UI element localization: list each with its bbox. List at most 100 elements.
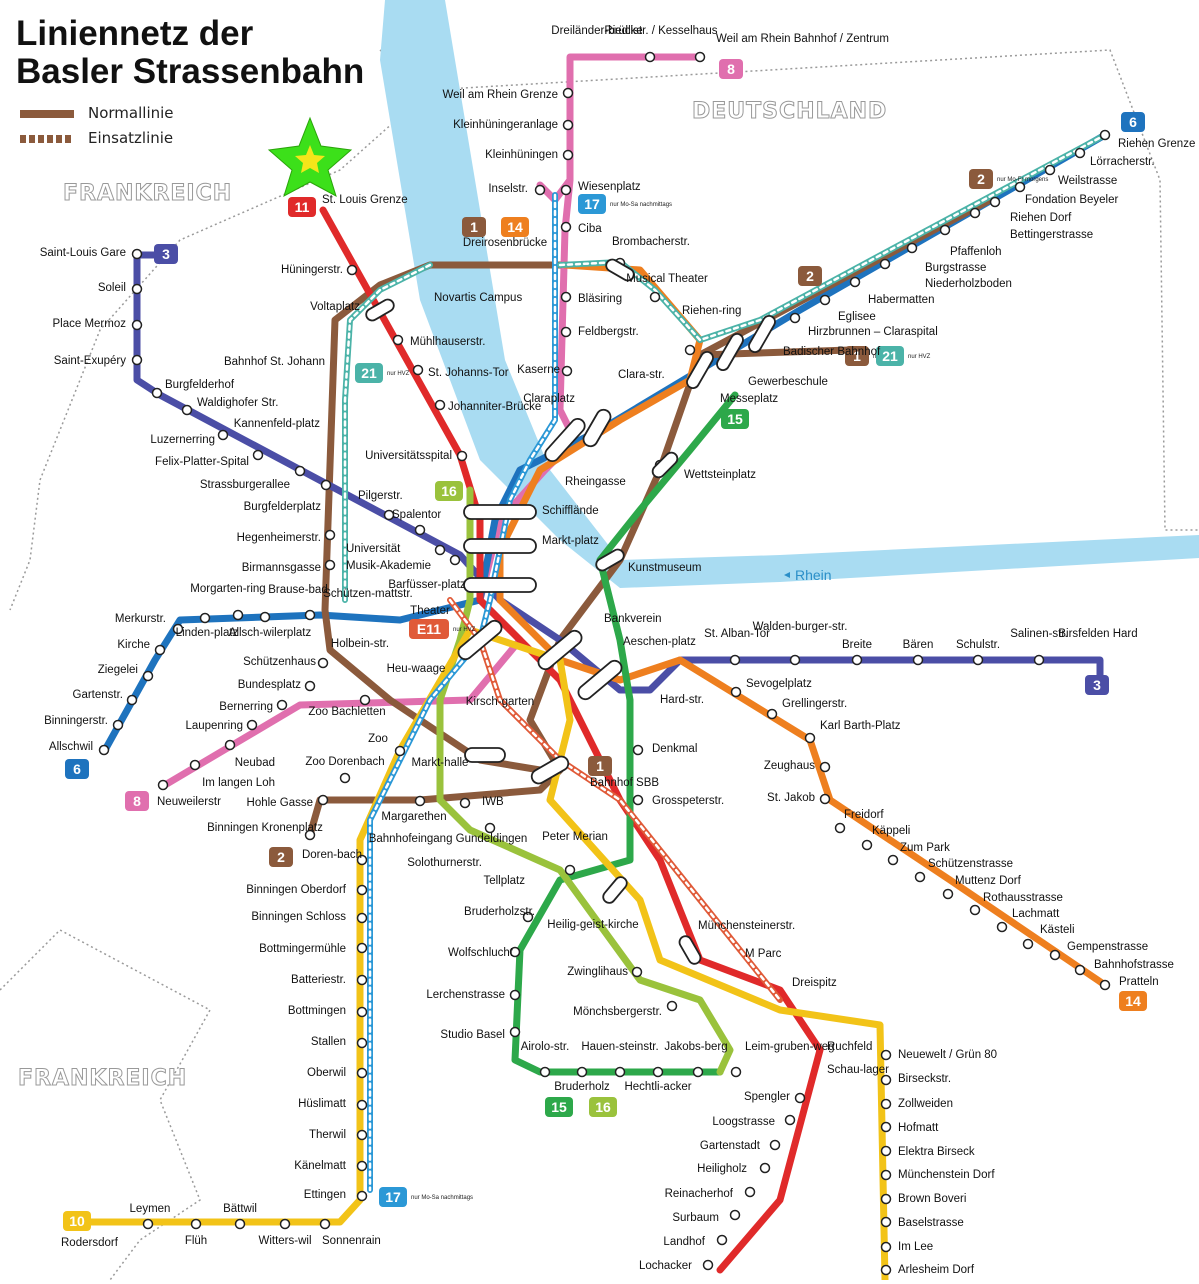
interchange-stop[interactable]	[685, 350, 715, 391]
station-freidorf-label[interactable]: Freidorf	[844, 809, 884, 821]
station-bernerring-stop[interactable]	[276, 699, 288, 711]
station-weil-am-rhein-bahnhof-zentrum-stop[interactable]	[694, 51, 706, 63]
station-h-slimatt-label[interactable]: Hüslimatt	[298, 1098, 347, 1110]
station-burgfelderplatz-stop[interactable]	[320, 479, 332, 491]
station-soleil-label[interactable]: Soleil	[98, 282, 126, 294]
line-badge-16[interactable]: 16	[589, 1097, 617, 1117]
station-sch-tzenstrasse-label[interactable]: Schützenstrasse	[928, 858, 1013, 870]
station-h-ningerstr-label[interactable]: Hüningerstr.	[281, 264, 343, 276]
station-hirzbrunnen-claraspital-label[interactable]: Hirzbrunnen – Claraspital	[808, 326, 938, 338]
station-zum-park-stop[interactable]	[887, 854, 899, 866]
station-fondation-beyeler-label[interactable]: Fondation Beyeler	[1025, 194, 1119, 206]
station-zoo-dorenbach-label[interactable]: Zoo Dorenbach	[305, 756, 384, 768]
station-heiligholz-label[interactable]: Heiligholz	[697, 1163, 747, 1175]
station-universit-tsspital-stop[interactable]	[456, 450, 468, 462]
station-bahnhof-sbb-label[interactable]: Bahnhof SBB	[590, 777, 659, 789]
station-hegenheimerstr-stop[interactable]	[324, 529, 336, 541]
station-linden-platz-stop[interactable]	[199, 612, 211, 624]
station-l-rracherstr-label[interactable]: Lörracherstr.	[1090, 156, 1155, 168]
station-leim-gruben-weg-label[interactable]: Leim-gruben-weg	[745, 1041, 835, 1053]
station-waldighofer-str-label[interactable]: Waldighofer Str.	[197, 397, 278, 409]
station-kunstmuseum-label[interactable]: Kunstmuseum	[628, 562, 702, 574]
station-pfaffenloh-stop[interactable]	[939, 224, 951, 236]
station-leymen-label[interactable]: Leymen	[130, 1203, 171, 1215]
station-neuewelt-gr-n-80-label[interactable]: Neuewelt / Grün 80	[898, 1049, 997, 1061]
station-sch-tzenstrasse-stop[interactable]	[914, 871, 926, 883]
station-im-lee-stop[interactable]	[880, 1241, 892, 1253]
station-morgarten-ring-stop[interactable]	[232, 609, 244, 621]
interchange-stop[interactable]	[576, 658, 625, 702]
station-landhof-stop[interactable]	[716, 1234, 728, 1246]
station-bahnhof-st-johann-label[interactable]: Bahnhof St. Johann	[224, 356, 325, 368]
station-musical-theater-label[interactable]: Musical Theater	[626, 273, 708, 285]
station-rothausstrasse-stop[interactable]	[969, 904, 981, 916]
station-kleinh-ningeranlage-stop[interactable]	[562, 119, 574, 131]
station-zoo-dorenbach-stop[interactable]	[339, 772, 351, 784]
station-felix-platter-spital-stop[interactable]	[252, 449, 264, 461]
station-kleinh-ningen-label[interactable]: Kleinhüningen	[485, 149, 558, 161]
interchange-stop[interactable]	[542, 416, 587, 464]
station-denkmal-stop[interactable]	[632, 744, 644, 756]
station-oberwil-label[interactable]: Oberwil	[307, 1067, 346, 1079]
station-morgarten-ring-label[interactable]: Morgarten-ring	[190, 583, 265, 595]
station-voltaplatz-label[interactable]: Voltaplatz	[310, 301, 360, 313]
station-bankverein-label[interactable]: Bankverein	[604, 613, 662, 625]
station-zeughaus-stop[interactable]	[819, 761, 831, 773]
station-neubad-label[interactable]: Neubad	[235, 757, 275, 769]
station-riehen-dorf-label[interactable]: Riehen Dorf	[1010, 212, 1072, 224]
station-zoo-label[interactable]: Zoo	[368, 733, 388, 745]
station-kaserne-label[interactable]: Kaserne	[517, 364, 560, 376]
station-barf-sser-platz-label[interactable]: Barfüsser-platz	[388, 579, 466, 591]
station-schulstr-stop[interactable]	[972, 654, 984, 666]
station-riehen-grenze-label[interactable]: Riehen Grenze	[1118, 138, 1195, 150]
station-st-alban-tor-label[interactable]: St. Alban-Tor	[704, 628, 770, 640]
interchange-stop[interactable]	[463, 538, 537, 554]
station-heilig-geist-kirche-label[interactable]: Heilig-geist-kirche	[547, 919, 638, 931]
station-wiesenplatz-label[interactable]: Wiesenplatz	[578, 181, 641, 193]
station-bottmingerm-hle-stop[interactable]	[356, 942, 368, 954]
station-birmannsgasse-stop[interactable]	[324, 559, 336, 571]
station-weilstrasse-label[interactable]: Weilstrasse	[1058, 175, 1117, 187]
station-rheingasse-label[interactable]: Rheingasse	[565, 476, 626, 488]
station-weil-am-rhein-bahnhof-zentrum-label[interactable]: Weil am Rhein Bahnhof / Zentrum	[716, 33, 889, 45]
station-luzernerring-stop[interactable]	[217, 429, 229, 441]
station-k-nelmatt-stop[interactable]	[356, 1160, 368, 1172]
station-kaserne-stop[interactable]	[561, 365, 573, 377]
station-zum-park-label[interactable]: Zum Park	[900, 842, 950, 854]
station-musik-akademie-label[interactable]: Musik-Akademie	[346, 560, 431, 572]
station-bruderholzstr-label[interactable]: Bruderholzstr.	[464, 906, 535, 918]
station-ciba-label[interactable]: Ciba	[578, 223, 602, 235]
station-therwil-stop[interactable]	[356, 1129, 368, 1141]
station-jakobs-berg-label[interactable]: Jakobs-berg	[664, 1041, 727, 1053]
station-bundesplatz-label[interactable]: Bundesplatz	[238, 679, 302, 691]
station-airolo-str-label[interactable]: Airolo-str.	[521, 1041, 570, 1053]
station-bl-siring-stop[interactable]	[560, 291, 572, 303]
station-burgfelderhof-stop[interactable]	[151, 387, 163, 399]
station-sch-tzenhaus-stop[interactable]	[317, 657, 329, 669]
station-birsfelden-hard-label[interactable]: Birsfelden Hard	[1058, 628, 1137, 640]
station-weilstrasse-stop[interactable]	[1044, 164, 1056, 176]
interchange-stop[interactable]	[581, 407, 613, 449]
line-badge-14[interactable]: 14	[1119, 991, 1147, 1011]
station-m-nchsbergerstr-label[interactable]: Mönchsbergerstr.	[573, 1006, 662, 1018]
station-grellingerstr-stop[interactable]	[766, 708, 778, 720]
interchange-stop[interactable]	[529, 754, 571, 786]
station-dreispitz-label[interactable]: Dreispitz	[792, 977, 837, 989]
station-hohle-gasse-stop[interactable]	[317, 794, 329, 806]
station-strassburgerallee-label[interactable]: Strassburgerallee	[200, 479, 290, 491]
station-brown-boveri-stop[interactable]	[880, 1193, 892, 1205]
station-neuewelt-gr-n-80-stop[interactable]	[880, 1049, 892, 1061]
station-waldighofer-str-stop[interactable]	[181, 404, 193, 416]
station-lerchenstrasse-stop[interactable]	[509, 989, 521, 1001]
station-sch-tzenhaus-label[interactable]: Schützenhaus	[243, 656, 316, 668]
station-zollweiden-stop[interactable]	[880, 1098, 892, 1110]
interchange-stop[interactable]	[456, 618, 505, 662]
station-rothausstrasse-label[interactable]: Rothausstrasse	[983, 892, 1063, 904]
station-zoo-bachletten-label[interactable]: Zoo Bachletten	[308, 706, 385, 718]
station-bruderholz-stop[interactable]	[576, 1066, 588, 1078]
station-holbein-str-label[interactable]: Holbein-str.	[331, 638, 389, 650]
station-binningerstr-label[interactable]: Binningerstr.	[44, 715, 108, 727]
station-st-johanns-tor-stop[interactable]	[412, 364, 424, 376]
